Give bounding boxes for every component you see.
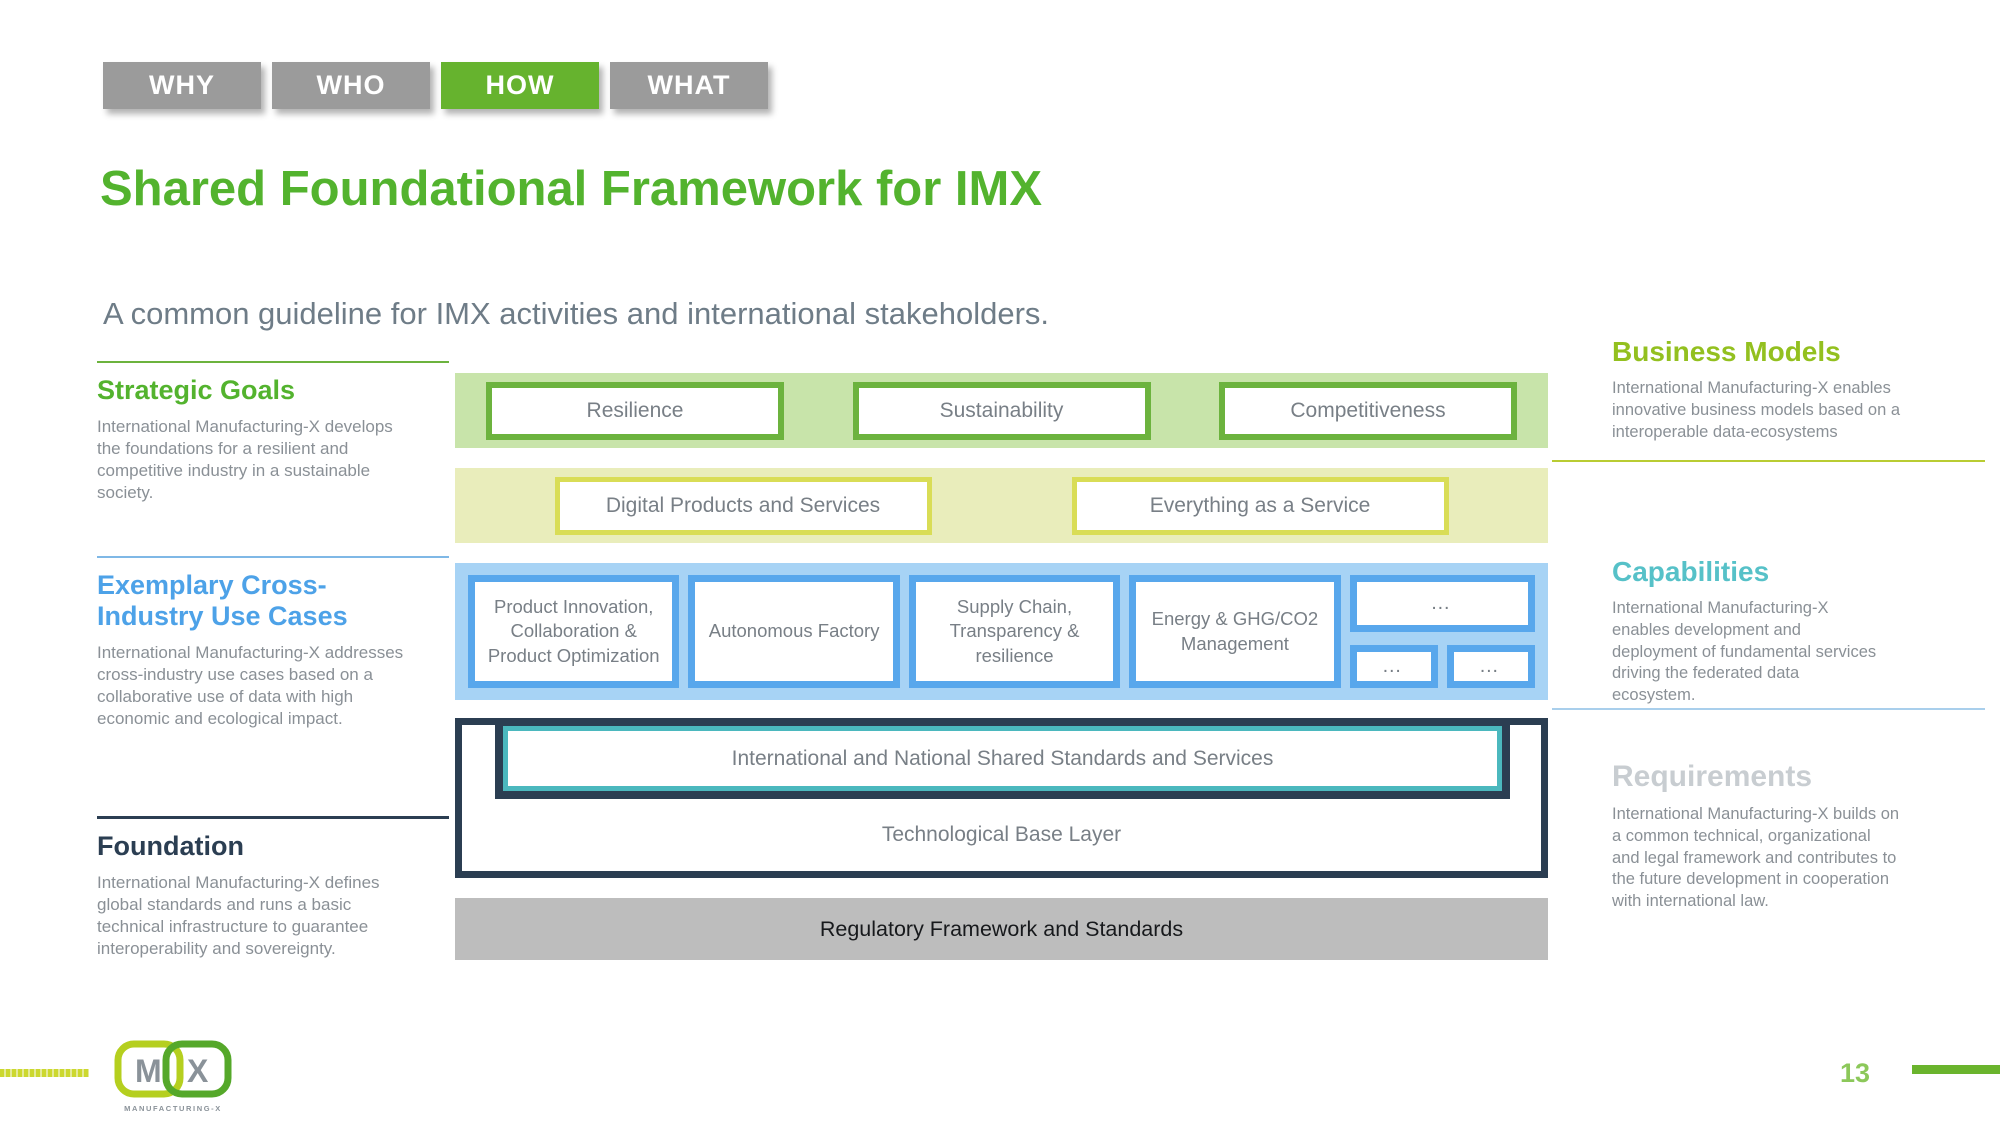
- regulatory-band: Regulatory Framework and Standards: [455, 898, 1548, 960]
- goal-box-competitiveness: Competitiveness: [1219, 381, 1517, 440]
- divider-yellow-green: [1552, 460, 1985, 462]
- logo-letter-x: X: [187, 1053, 209, 1089]
- technological-base-layer-label: Technological Base Layer: [881, 823, 1122, 846]
- requirements-body: International Manufacturing-X builds on …: [1612, 805, 1900, 911]
- foundation-body: International Manufacturing-X defines gl…: [97, 873, 380, 959]
- tab-who[interactable]: WHO: [272, 62, 430, 109]
- use-case-box-product-innovation: Product Innovation, Collaboration & Prod…: [468, 575, 680, 688]
- use-case-box-energy-ghg: Energy & GHG/CO2 Management: [1129, 575, 1341, 688]
- use-case-placeholder-row: … …: [1349, 645, 1536, 688]
- divider-green: [97, 361, 449, 363]
- use-cases-body: International Manufacturing-X addresses …: [97, 643, 404, 729]
- use-case-placeholder-small-2: …: [1446, 645, 1536, 688]
- goals-band: Resilience Sustainability Competitivenes…: [455, 373, 1548, 448]
- section-capabilities: Capabilities International Manufacturing…: [1612, 556, 1887, 707]
- tab-why[interactable]: WHY: [103, 62, 261, 109]
- divider-blue: [97, 556, 449, 558]
- use-case-placeholder-small-1: …: [1349, 645, 1438, 688]
- use-cases-band: Product Innovation, Collaboration & Prod…: [455, 563, 1548, 700]
- foundation-heading: Foundation: [97, 831, 244, 861]
- page-subtitle: A common guideline for IMX activities an…: [103, 296, 1049, 331]
- top-nav-tabs: WHY WHO HOW WHAT: [103, 62, 768, 109]
- business-models-heading: Business Models: [1612, 336, 1841, 367]
- section-requirements: Requirements International Manufacturing…: [1612, 760, 1920, 913]
- business-models-body: International Manufacturing-X enables in…: [1612, 379, 1901, 441]
- section-use-cases: Exemplary Cross-Industry Use Cases Inter…: [97, 556, 449, 730]
- page-number: 13: [1840, 1058, 1871, 1088]
- service-box-digital-products: Digital Products and Services: [554, 476, 932, 535]
- page-title: Shared Foundational Framework for IMX: [100, 161, 1043, 216]
- foundation-band: International and National Shared Standa…: [455, 718, 1548, 878]
- goal-box-sustainability: Sustainability: [852, 381, 1151, 440]
- services-band: Digital Products and Services Everything…: [455, 468, 1548, 543]
- standards-box: International and National Shared Standa…: [503, 726, 1502, 791]
- capabilities-body: International Manufacturing-X enables de…: [1612, 599, 1877, 705]
- tab-how[interactable]: HOW: [441, 62, 599, 109]
- section-strategic-goals: Strategic Goals International Manufactur…: [97, 361, 449, 504]
- section-foundation: Foundation International Manufacturing-X…: [97, 816, 449, 960]
- section-business-models: Business Models International Manufactur…: [1612, 336, 1920, 443]
- logo-caption: MANUFACTURING-X: [124, 1104, 222, 1113]
- manufacturing-x-logo: M X MANUFACTURING-X: [108, 1040, 238, 1113]
- capabilities-heading: Capabilities: [1612, 556, 1770, 587]
- use-cases-heading: Exemplary Cross-Industry Use Cases: [97, 570, 348, 632]
- strategic-goals-body: International Manufacturing-X develops t…: [97, 417, 393, 503]
- logo-letter-m: M: [135, 1053, 162, 1089]
- use-case-box-autonomous-factory: Autonomous Factory: [688, 575, 900, 688]
- use-case-box-supply-chain: Supply Chain, Transparency & resilience: [908, 575, 1121, 688]
- divider-light-blue: [1552, 708, 1985, 710]
- standards-frame: International and National Shared Standa…: [495, 718, 1510, 799]
- use-case-placeholder-wide: …: [1349, 575, 1536, 632]
- footer-dotted-line-left: [0, 1069, 89, 1077]
- use-case-placeholder-column: … … …: [1349, 575, 1536, 688]
- requirements-heading: Requirements: [1612, 760, 1813, 793]
- mx-logo-icon: M X: [114, 1040, 232, 1098]
- service-box-everything-service: Everything as a Service: [1071, 476, 1449, 535]
- strategic-goals-heading: Strategic Goals: [97, 375, 296, 405]
- tab-what[interactable]: WHAT: [610, 62, 768, 109]
- goal-box-resilience: Resilience: [486, 381, 784, 440]
- divider-navy: [97, 816, 449, 819]
- footer-green-line-right: [1912, 1065, 2000, 1074]
